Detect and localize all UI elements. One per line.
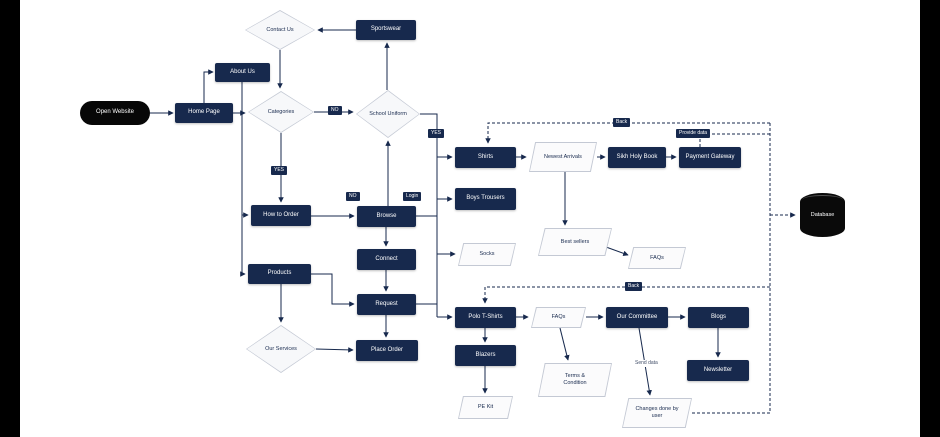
node-changes-done-label: Changes done by user xyxy=(635,406,679,419)
node-our-committee: Our Committee xyxy=(606,307,668,328)
edge-label-login: Login xyxy=(403,192,422,201)
node-faqs-top: FAQs xyxy=(628,247,686,269)
edge-best-sellers-faqs-top xyxy=(605,246,629,256)
node-contact-us-label: Contact Us xyxy=(266,26,294,33)
node-database: Database xyxy=(800,193,845,237)
letterbox-left xyxy=(0,0,20,437)
para-fill xyxy=(459,397,512,418)
node-browse: Browse xyxy=(357,206,416,227)
edge-products-request xyxy=(311,273,355,307)
node-faqs-top-label: FAQs xyxy=(650,254,664,261)
node-sikh-holy-book: Sikh Holy Book xyxy=(608,147,666,168)
edge-label-send-data: Send data xyxy=(634,360,659,367)
node-blazers: Blazers xyxy=(455,345,516,366)
edge-label-no-browse: NO xyxy=(346,192,360,201)
node-terms-condition: Terms & Condition xyxy=(538,363,612,397)
node-blogs: Blogs xyxy=(688,307,749,328)
edge-our-services-place-order xyxy=(315,347,354,353)
para-fill xyxy=(532,308,585,327)
edge-faqs-terms-condition xyxy=(559,327,570,361)
node-polo-tshirts: Polo T-Shirts xyxy=(455,307,516,328)
node-request: Request xyxy=(357,294,416,315)
edge-label-back-bottom: Back xyxy=(625,282,643,291)
node-changes-done: Changes done by user xyxy=(622,398,692,428)
edge-back-to-shirts xyxy=(485,122,770,144)
edge-uniform-branch-trunk xyxy=(420,113,438,317)
edge-label-back-top: Back xyxy=(613,118,631,127)
node-faqs-bottom-label: FAQs xyxy=(551,314,566,321)
node-faqs-bottom: FAQs xyxy=(531,307,586,328)
node-sportswear: Sportswear xyxy=(356,20,416,40)
edge-home-page-about-us xyxy=(203,69,214,103)
node-newsletter: Newsletter xyxy=(687,360,749,381)
node-how-to-order: How to Order xyxy=(251,205,311,226)
para-fill xyxy=(539,364,611,396)
node-connect: Connect xyxy=(357,249,416,270)
node-about-us: About Us xyxy=(215,63,270,82)
edge-label-yes-categories: YES xyxy=(271,166,288,175)
node-terms-condition-label: Terms & Condition xyxy=(563,373,587,386)
para-fill xyxy=(629,248,685,268)
node-shirts: Shirts xyxy=(455,147,516,168)
edge-label-no-categories: NO xyxy=(328,106,342,115)
letterbox-right xyxy=(920,0,940,437)
node-best-sellers: Best sellers xyxy=(538,228,612,256)
edge-payment-gateway-data-out xyxy=(699,133,770,147)
node-pe-kit-label: PE Kit xyxy=(477,404,494,411)
node-products: Products xyxy=(248,264,311,284)
para-fill xyxy=(459,244,515,265)
node-pe-kit: PE Kit xyxy=(458,396,513,419)
node-socks: Socks xyxy=(458,243,516,266)
node-home-page: Home Page xyxy=(175,103,233,123)
node-place-order: Place Order xyxy=(356,340,418,361)
node-best-sellers-label: Best sellers xyxy=(560,238,590,245)
node-payment-gateway: Payment Gateway xyxy=(679,147,741,168)
edge-back-to-polo xyxy=(482,286,770,304)
node-categories-label: Categories xyxy=(267,108,295,115)
edge-label-yes-uniform: YES xyxy=(428,129,445,138)
para-fill xyxy=(539,229,611,255)
edge-label-provide-data: Provide data xyxy=(676,129,711,138)
node-socks-label: Socks xyxy=(479,251,495,258)
para-fill xyxy=(623,399,691,427)
para-fill xyxy=(530,143,596,171)
node-school-uniform-label: School Uniform xyxy=(369,110,407,117)
node-newest-arrivals-label: Newest Arrivals xyxy=(544,153,582,160)
node-our-services-label: Our Services xyxy=(265,345,297,352)
node-newest-arrivals: Newest Arrivals xyxy=(529,142,597,172)
node-database-label: Database xyxy=(810,211,835,218)
node-boys-trousers: Boys Trousers xyxy=(455,188,516,210)
node-open-website: Open Website xyxy=(80,101,150,125)
